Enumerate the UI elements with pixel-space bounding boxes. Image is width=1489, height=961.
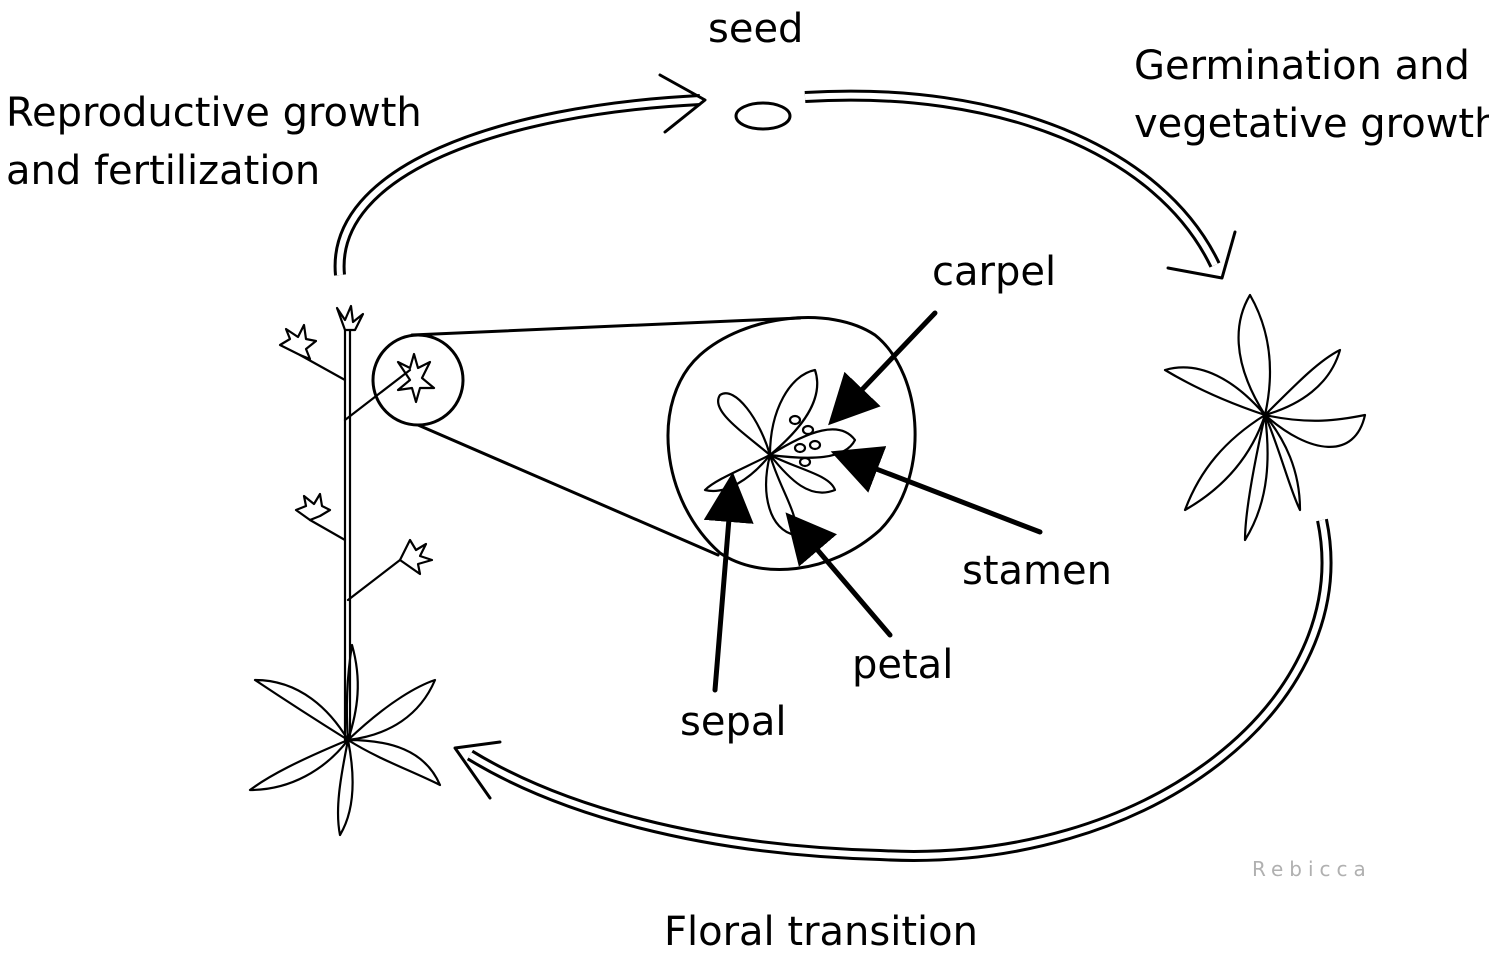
artist-signature: Rebicca: [1252, 857, 1372, 881]
petal-label: petal: [852, 636, 953, 694]
germination-label-line1: Germination and: [1134, 37, 1470, 95]
reproductive-label-line1: Reproductive growth: [6, 84, 422, 142]
magnifier-small-flower-icon: [398, 354, 434, 402]
zoom-line-bottom: [418, 425, 718, 555]
zoom-line-top: [412, 318, 800, 335]
stamen-label: stamen: [962, 542, 1112, 600]
seed-icon: [736, 103, 790, 129]
flowering-plant-icon: [250, 306, 440, 835]
germination-label-line2: vegetative growth: [1134, 95, 1489, 153]
stamen-pointer: [840, 455, 1040, 532]
seed-label: seed: [708, 0, 803, 58]
carpel-label: carpel: [932, 243, 1056, 301]
petal-pointer: [792, 520, 890, 635]
sepal-label: sepal: [680, 693, 786, 751]
sepal-pointer: [715, 482, 732, 690]
carpel-pointer: [835, 313, 935, 418]
magnifier-small-circle: [373, 335, 463, 425]
reproductive-label-line2: and fertilization: [6, 142, 320, 200]
seedling-icon: [1165, 295, 1365, 540]
floral-transition-label: Floral transition: [664, 903, 978, 961]
